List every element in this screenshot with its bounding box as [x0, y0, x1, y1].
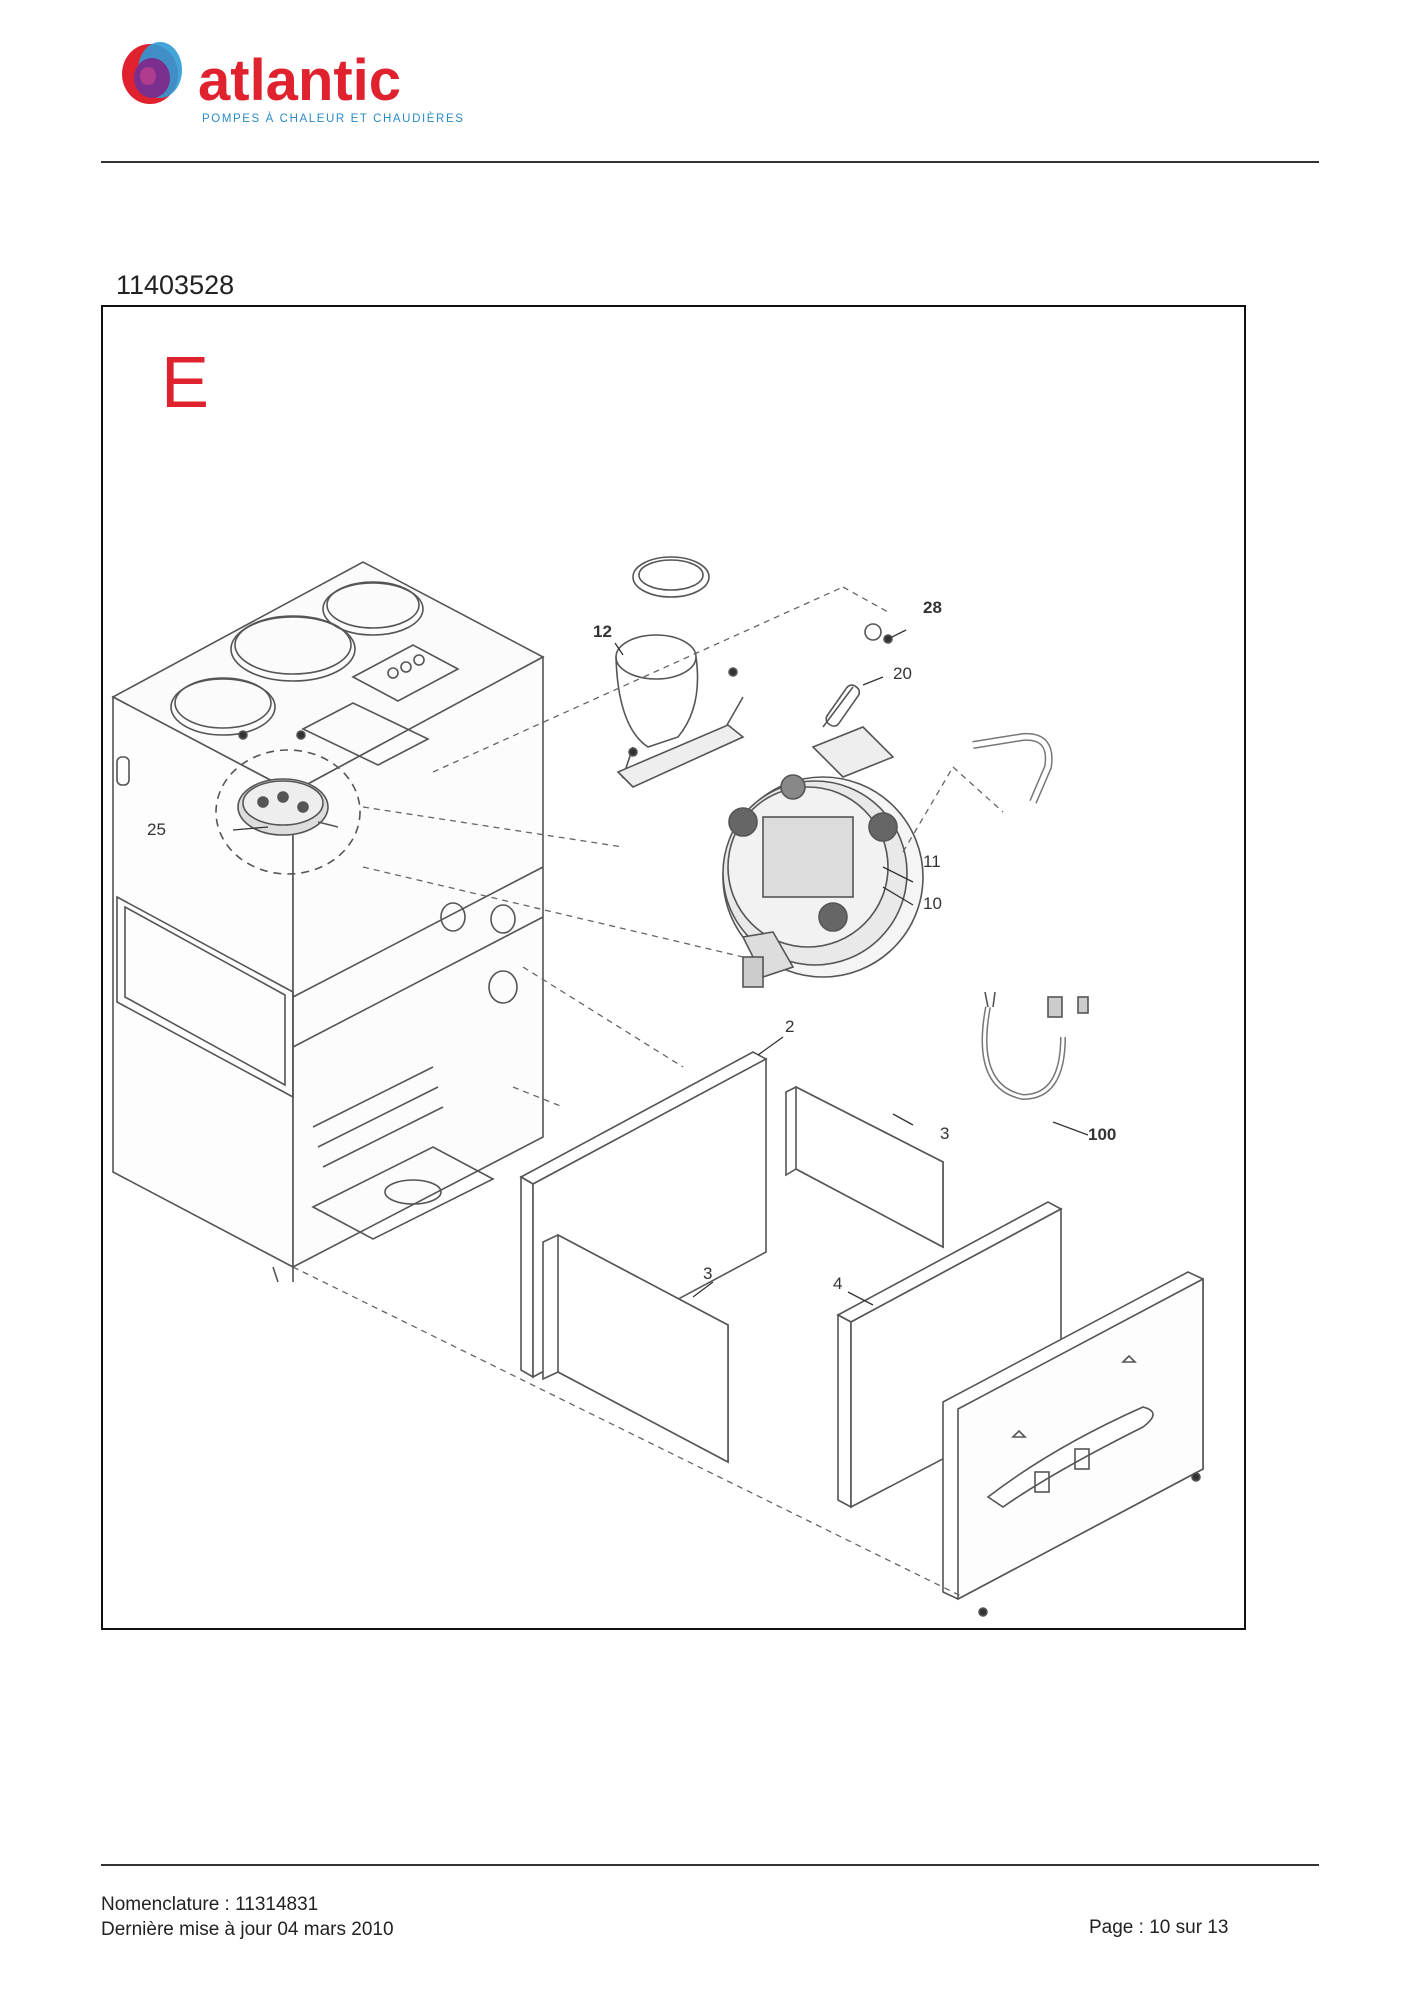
- pressure-switch-part: [215, 749, 361, 875]
- brand-name: atlantic: [198, 48, 401, 113]
- brand-logo: atlantic POMPES À CHALEUR ET CHAUDIÈRES: [110, 36, 490, 132]
- connector-part: [822, 623, 893, 728]
- callout-3-lower: 3: [703, 1264, 712, 1283]
- callout-3-upper: 3: [940, 1124, 949, 1143]
- nomenclature-text: Nomenclature : 11314831: [101, 1894, 319, 1915]
- hose-part: [972, 732, 1053, 804]
- footer-divider: [101, 1864, 1319, 1866]
- callout-28: 28: [923, 598, 942, 617]
- logo-swirl-icon: [122, 42, 182, 104]
- insulation-panels: [519, 1051, 1063, 1509]
- brand-tagline: POMPES À CHALEUR ET CHAUDIÈRES: [202, 112, 465, 125]
- wiring-harness-part: [981, 991, 1089, 1101]
- atlantic-logo-icon: atlantic POMPES À CHALEUR ET CHAUDIÈRES: [122, 42, 465, 125]
- last-update-text: Dernière mise à jour 04 mars 2010: [101, 1919, 394, 1940]
- callout-4: 4: [833, 1274, 842, 1293]
- assembly-lines: [292, 586, 1004, 1598]
- page-number: Page : 10 sur 13: [1089, 1917, 1229, 1938]
- footer-info: Nomenclature : 11314831 Dernière mise à …: [101, 1892, 394, 1942]
- exploded-drawing: 28 12 20 25 11 10 2 3 100 3 4: [111, 556, 1204, 1617]
- fan-part: [722, 726, 924, 988]
- callout-12: 12: [593, 622, 612, 641]
- unit-housing: [111, 561, 545, 1283]
- section-letter: E: [161, 343, 210, 423]
- flue-adapter-part: [615, 556, 745, 788]
- document-reference: 11403528: [116, 270, 235, 300]
- callout-100: 100: [1088, 1125, 1116, 1144]
- callout-11: 11: [923, 852, 941, 871]
- callout-20: 20: [893, 664, 912, 683]
- callout-25: 25: [147, 820, 166, 839]
- header-divider: [101, 161, 1319, 163]
- callout-2: 2: [785, 1017, 794, 1036]
- exploded-view-diagram: E: [101, 305, 1246, 1630]
- front-cover-panel: [942, 1271, 1204, 1617]
- callout-leaders: [232, 629, 1089, 1306]
- callout-10: 10: [923, 894, 942, 913]
